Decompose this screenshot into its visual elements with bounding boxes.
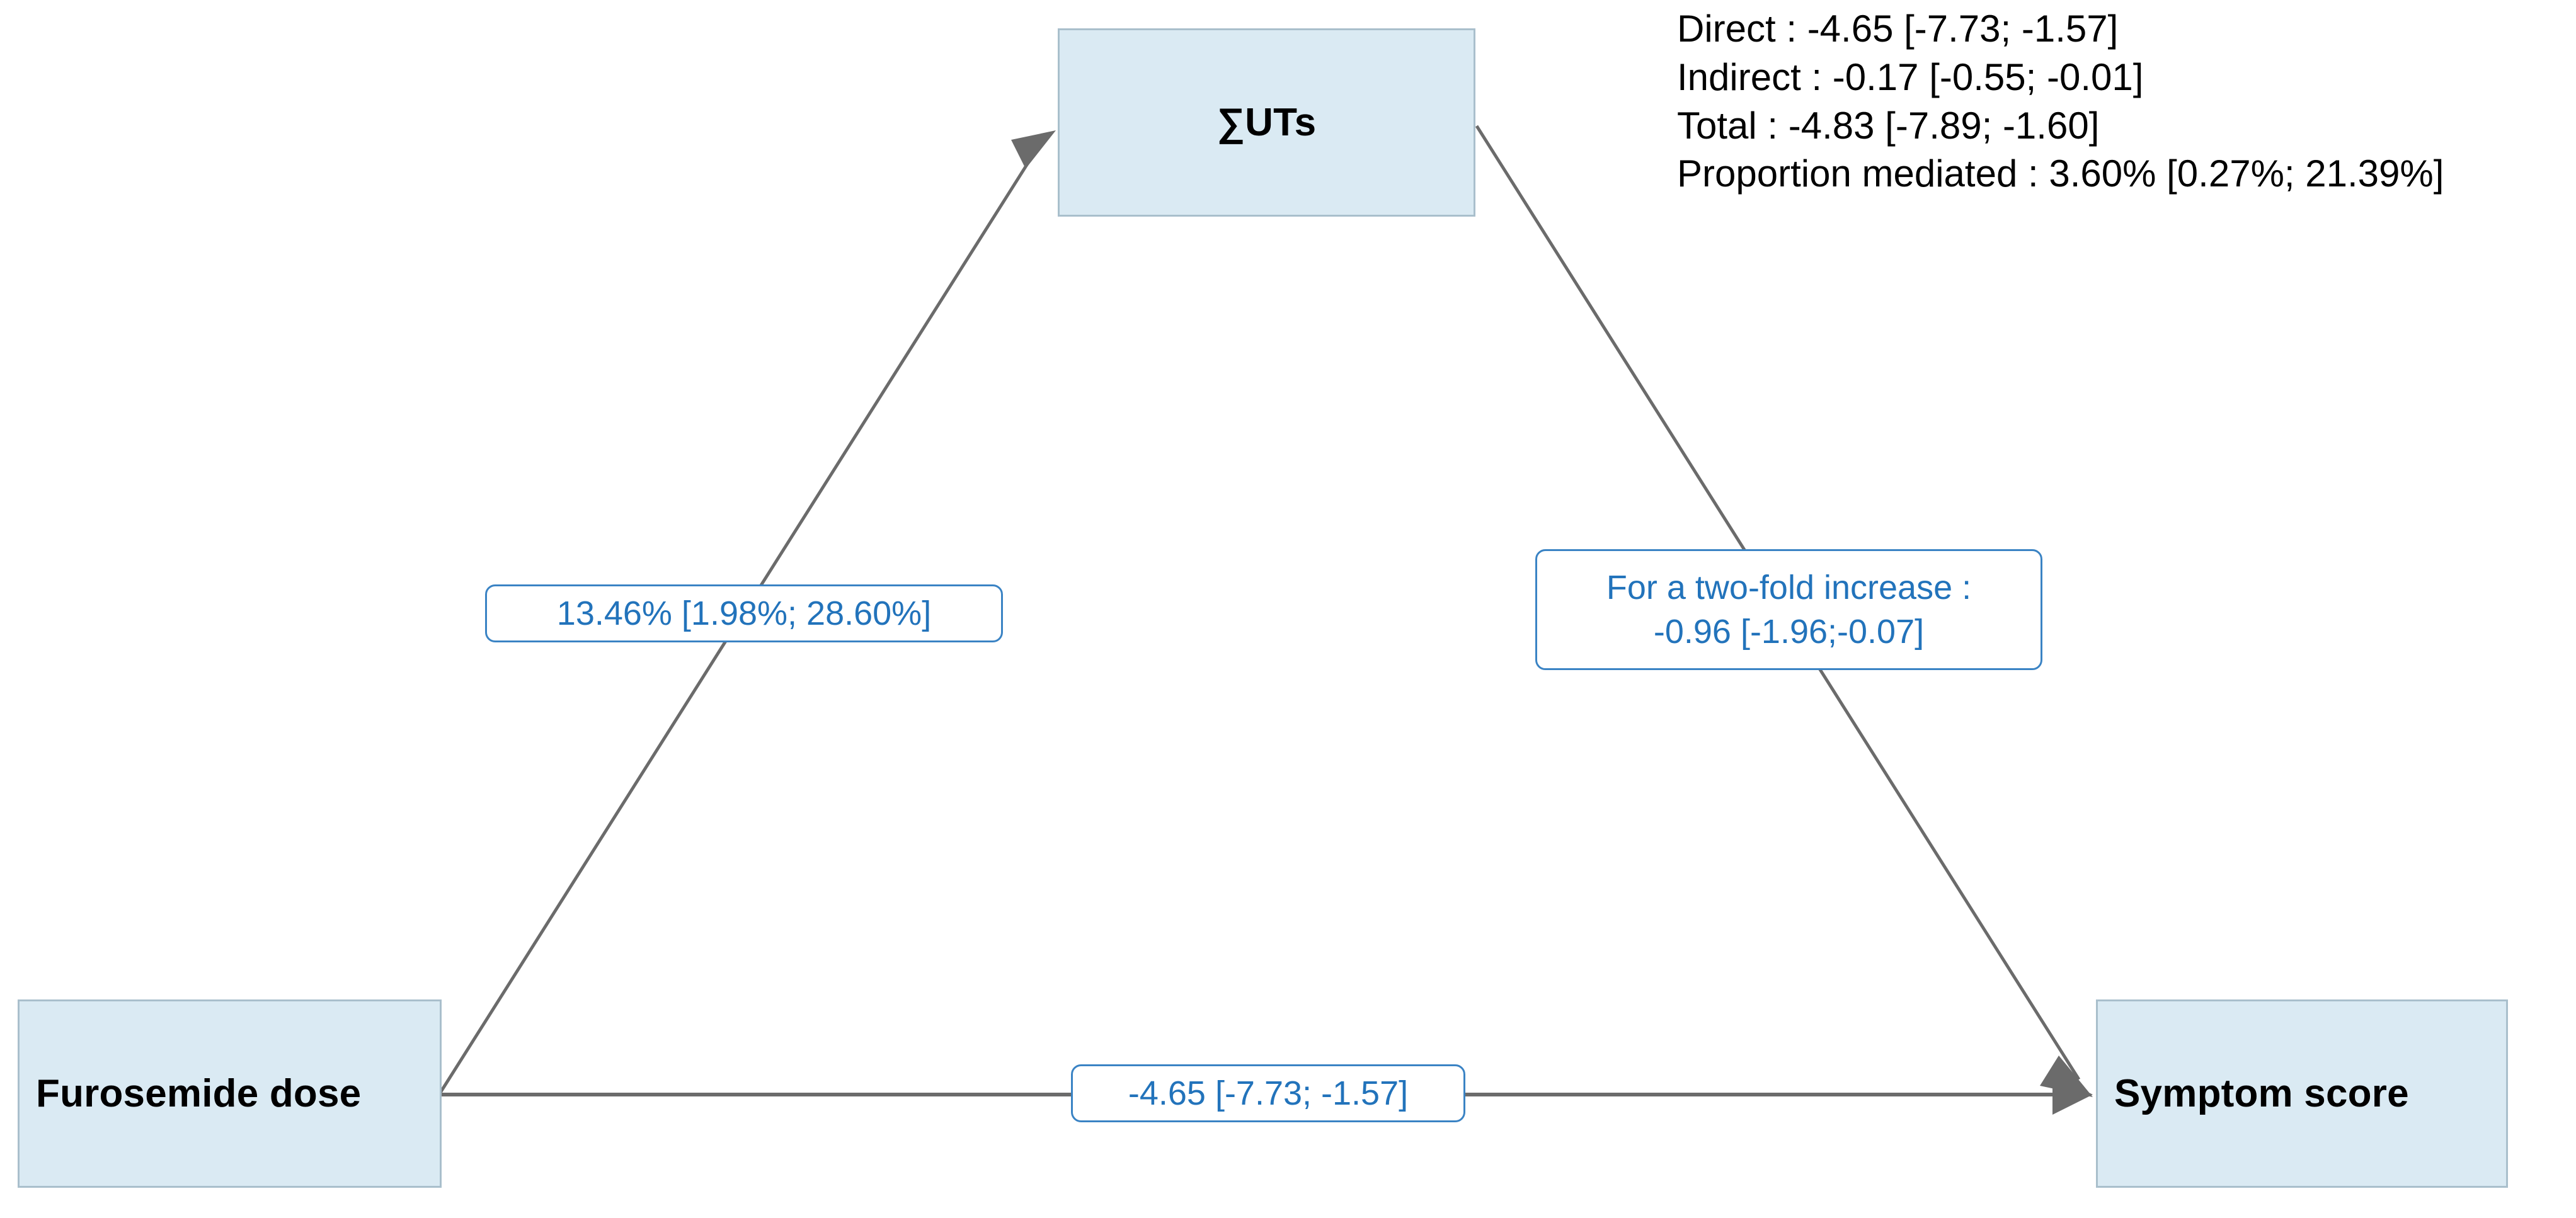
legend-direct-effect: Direct : -4.65 [-7.73; -1.57]: [1677, 8, 2119, 50]
edge-label-exposure-to-outcome[interactable]: -4.65 [-7.73; -1.57]: [1071, 1064, 1465, 1122]
effects-legend: Direct : -4.65 [-7.73; -1.57] Indirect :…: [1677, 5, 2444, 198]
edge-label-exposure-to-outcome-text: -4.65 [-7.73; -1.57]: [1128, 1074, 1409, 1112]
node-exposure-label: Furosemide dose: [36, 1072, 362, 1115]
edge-label-mediator-to-outcome-line1: For a two-fold increase :: [1606, 568, 1972, 606]
edge-label-exposure-to-mediator-text: 13.46% [1.98%; 28.60%]: [556, 594, 932, 632]
legend-proportion-mediated: Proportion mediated : 3.60% [0.27%; 21.3…: [1677, 152, 2444, 195]
node-mediator-label: ∑UTs: [1216, 101, 1317, 144]
edge-label-mediator-to-outcome-line2: -0.96 [-1.96;-0.07]: [1653, 613, 1925, 651]
edge-label-mediator-to-outcome[interactable]: For a two-fold increase : -0.96 [-1.96;-…: [1535, 549, 2042, 670]
node-exposure[interactable]: Furosemide dose: [18, 999, 442, 1188]
edge-label-exposure-to-mediator[interactable]: 13.46% [1.98%; 28.60%]: [485, 584, 1003, 642]
node-outcome-label: Symptom score: [2114, 1072, 2409, 1115]
legend-total-effect: Total : -4.83 [-7.89; -1.60]: [1677, 104, 2100, 147]
node-outcome[interactable]: Symptom score: [2096, 999, 2508, 1188]
node-mediator[interactable]: ∑UTs: [1058, 28, 1475, 217]
legend-indirect-effect: Indirect : -0.17 [-0.55; -0.01]: [1677, 55, 2144, 98]
